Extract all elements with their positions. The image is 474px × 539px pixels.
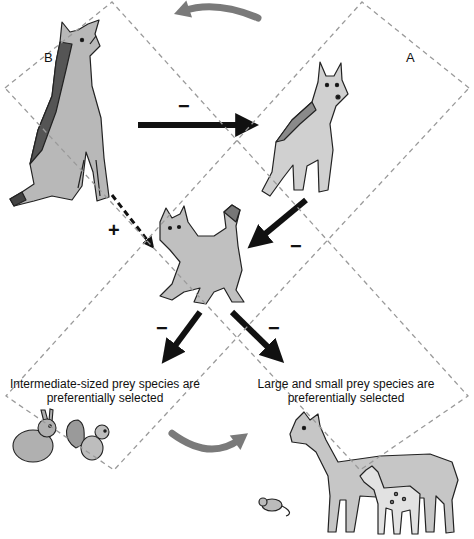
band-letter: A [406, 50, 415, 65]
band-letter: B [44, 50, 53, 65]
fox-figure [160, 205, 244, 304]
band-label-holder: A [406, 50, 415, 65]
small-prey-figures [13, 409, 109, 462]
feedback-curve [172, 433, 240, 449]
prey-caption: Intermediate-sized prey species are pref… [2, 377, 208, 405]
sign-label-holder: + [108, 220, 120, 240]
interaction-sign: − [178, 96, 190, 116]
band-label-holder: B [44, 50, 53, 65]
arrow-head [230, 433, 248, 450]
sign-label-holder: − [290, 236, 302, 256]
interaction-arrows [112, 125, 306, 358]
sign-label-holder: − [178, 96, 190, 116]
prey-group: Large and small prey species are prefere… [228, 377, 464, 463]
feedback-arrow [172, 433, 248, 450]
sign-label-holder: − [156, 318, 168, 338]
interaction-sign: − [156, 318, 168, 338]
prey-caption: Large and small prey species are prefere… [228, 377, 464, 405]
negative-arrow [166, 312, 200, 358]
negative-arrow [138, 122, 252, 128]
large-prey-figures [259, 412, 458, 534]
arrow-head [174, 0, 192, 17]
coyote-figure [262, 62, 348, 196]
interaction-sign: + [108, 220, 120, 240]
sign-label-holder: − [268, 318, 280, 338]
prey-group: Intermediate-sized prey species are pref… [2, 377, 208, 463]
wolf-figure [10, 20, 109, 206]
feedback-curve [183, 7, 258, 18]
feedback-arrow [174, 0, 258, 18]
interaction-sign: − [268, 318, 280, 338]
interaction-sign: − [290, 236, 302, 256]
